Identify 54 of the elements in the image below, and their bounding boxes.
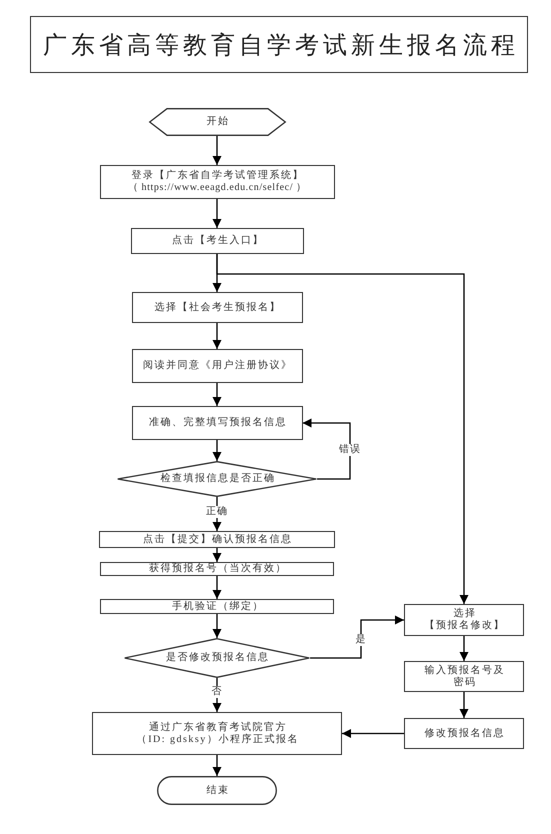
- edge-label: 错误: [338, 444, 362, 456]
- process-box: [100, 165, 334, 199]
- step-text: 选择【预报名修改】: [424, 608, 506, 632]
- flow-arrow: [212, 548, 222, 562]
- process-box: [404, 661, 524, 692]
- step-text: 是否修改预报名信息: [165, 652, 270, 664]
- hexagon-terminator: [148, 108, 286, 136]
- rounded-terminator: [157, 776, 277, 805]
- flow-arrow: [212, 136, 222, 165]
- edge-label: 是: [354, 634, 368, 646]
- edge-label: 正确: [205, 506, 229, 518]
- step-text: 开始: [205, 116, 230, 128]
- flow-arrow: [212, 614, 222, 638]
- flow-arrow: [302, 418, 351, 480]
- process-box: [132, 292, 302, 323]
- flow-arrow: [212, 755, 222, 776]
- process-box: [404, 718, 524, 749]
- step-text: 通过广东省教育考试院官方（ID: gdsksy）小程序正式报名: [136, 722, 300, 746]
- step-text: 手机验证（绑定）: [170, 600, 264, 612]
- process-box: [100, 599, 334, 614]
- decision-diamond: [124, 638, 310, 678]
- step-text: 阅读并同意《用户注册协议》: [142, 360, 292, 372]
- process-box: [132, 349, 302, 383]
- process-box: [404, 604, 524, 636]
- step-text: 检查填报信息是否正确: [159, 473, 276, 485]
- flow-arrow: [216, 254, 468, 604]
- step-text: 选择【社会考生预报名】: [154, 302, 281, 314]
- step-text: （ https://www.eeagd.edu.cn/selfec/ ）: [127, 182, 307, 194]
- step-text: 登录【广东省自学考试管理系统】: [130, 170, 304, 182]
- flow-arrow: [342, 729, 404, 738]
- process-box: [130, 228, 304, 254]
- diagram-title: 广东省高等教育自学考试新生报名流程: [30, 16, 528, 73]
- decision-diamond: [117, 461, 317, 497]
- step-text: 点击【提交】确认预报名信息: [142, 534, 292, 546]
- step-text: 输入预报名号及密码: [424, 664, 506, 688]
- step-text: 准确、完整填写预报名信息: [148, 417, 287, 429]
- flow-arrow: [310, 616, 404, 659]
- edge-label: 否: [210, 686, 224, 698]
- step-text: 获得预报名号（当次有效）: [148, 563, 287, 575]
- process-box: [100, 562, 334, 576]
- flow-arrow: [212, 323, 222, 349]
- step-text: 点击【考生入口】: [170, 235, 264, 247]
- flow-arrow: [212, 576, 222, 599]
- flow-arrow: [460, 692, 468, 718]
- flow-arrow: [212, 497, 222, 531]
- step-text: 修改预报名信息: [424, 728, 505, 740]
- process-box: [132, 406, 302, 440]
- step-text: 结束: [205, 784, 230, 796]
- flow-arrow: [212, 199, 222, 228]
- process-box: [99, 531, 335, 548]
- flow-arrow: [460, 636, 468, 661]
- flow-arrow: [212, 383, 222, 406]
- process-box: [92, 712, 342, 755]
- flow-arrow: [212, 440, 222, 461]
